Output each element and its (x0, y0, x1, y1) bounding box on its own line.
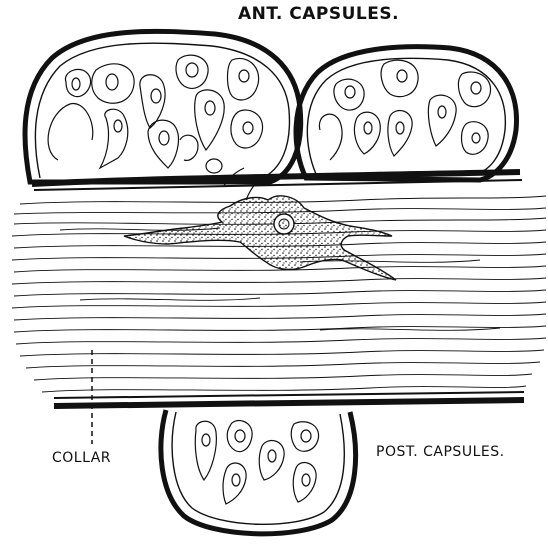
right-anterior-capsule (296, 47, 516, 180)
left-anterior-capsule (25, 31, 301, 182)
collar-label: COLLAR (52, 450, 111, 466)
ant-capsules-label: ANT. CAPSULES. (238, 4, 399, 24)
posterior-capsule (161, 410, 356, 534)
post-capsules-label: POST. CAPSULES. (376, 444, 505, 460)
